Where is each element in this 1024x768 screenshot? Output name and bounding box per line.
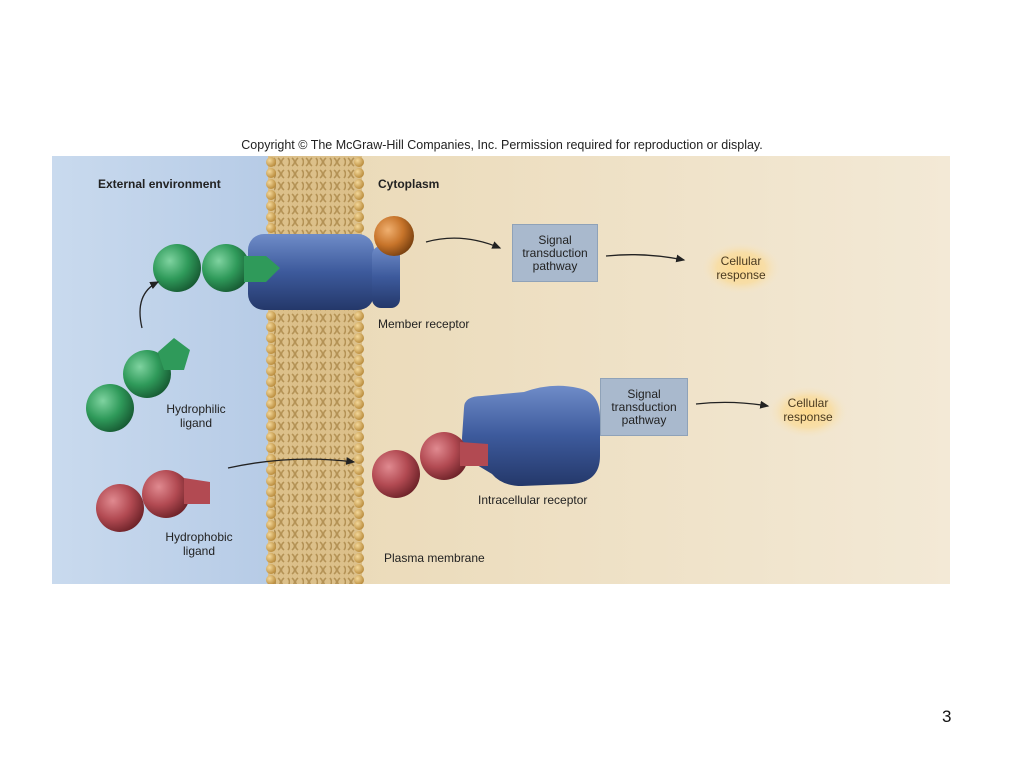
response-bottom-line1: Cellular: [787, 396, 829, 410]
arrow-to-response-bottom: [695, 400, 770, 409]
plasma-membrane: [266, 156, 364, 584]
label-hydrophobic-line1: Hydrophobic: [165, 530, 233, 544]
cell-signaling-diagram: External environment Cytoplasm Member re…: [52, 156, 950, 584]
hydrophilic-ligand-bound: [153, 244, 280, 292]
response-bottom-line2: response: [783, 410, 833, 424]
label-hydrophilic-line1: Hydrophilic: [166, 402, 226, 416]
hydrophobic-ligand-free: [96, 470, 210, 532]
pathway-top-line1: Signal: [538, 232, 572, 247]
response-glow-bottom: [768, 386, 848, 438]
copyright-notice: Copyright © The McGraw-Hill Companies, I…: [241, 138, 763, 152]
cytoplasm-region: [274, 156, 950, 584]
label-hydrophobic-line2: ligand: [182, 544, 216, 558]
arrow-to-response-top: [605, 254, 686, 263]
page-number: 3: [942, 707, 952, 726]
label-hydrophilic-line2: ligand: [179, 416, 213, 430]
response-top-line2: response: [716, 268, 766, 282]
response-glow-top: [701, 242, 781, 294]
member-receptor: [248, 234, 400, 310]
binding-arrow: [139, 281, 160, 329]
pathway-top-line3: pathway: [532, 258, 578, 273]
response-top-line1: Cellular: [720, 254, 762, 268]
pathway-top-line2: transduction: [522, 245, 588, 260]
hydrophilic-ligand-free: [86, 338, 190, 432]
cellular-response-bottom: Cellular response: [768, 396, 848, 424]
diagram-graphics: [52, 156, 950, 584]
pathway-bottom-line2: transduction: [611, 399, 677, 414]
diffusion-arrow: [227, 457, 356, 469]
label-hydrophobic-ligand: Hydrophobic ligand: [152, 530, 246, 558]
hydrophobic-ligand-bound: [372, 432, 488, 498]
signal-molecule: [374, 216, 414, 256]
label-plasma-membrane: Plasma membrane: [384, 551, 485, 565]
label-member-receptor: Member receptor: [378, 317, 470, 331]
label-cytoplasm: Cytoplasm: [378, 177, 440, 191]
signal-transduction-box-top: Signal transduction pathway: [512, 224, 598, 282]
cellular-response-top: Cellular response: [701, 254, 781, 282]
signal-transduction-box-bottom: Signal transduction pathway: [600, 378, 688, 436]
label-intracellular-receptor: Intracellular receptor: [478, 493, 588, 507]
intracellular-receptor: [462, 385, 600, 486]
pathway-bottom-line3: pathway: [621, 412, 667, 427]
label-external-environment: External environment: [98, 177, 221, 191]
label-hydrophilic-ligand: Hydrophilic ligand: [152, 402, 240, 430]
arrow-to-pathway-top: [425, 237, 502, 249]
pathway-bottom-line1: Signal: [627, 386, 661, 401]
